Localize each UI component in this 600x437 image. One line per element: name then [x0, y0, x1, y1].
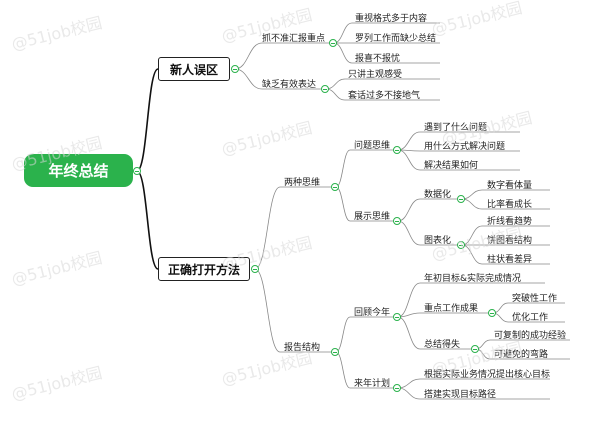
- key-work-label: 重点工作成果: [424, 304, 479, 314]
- collapse-icon[interactable]: [393, 146, 401, 154]
- display-thinking-label: 展示思维: [354, 212, 391, 222]
- branch-mistakes-node[interactable]: 新人误区: [158, 57, 230, 81]
- collapse-icon[interactable]: [457, 241, 465, 249]
- mistake-group-label: 抓不准汇报重点: [262, 34, 326, 44]
- connector-line: [333, 42, 353, 64]
- problem-item: 解决结果如何: [424, 161, 479, 171]
- connector-line: [335, 351, 351, 389]
- mistake-item: 重视格式多于内容: [355, 14, 428, 24]
- connector-line: [461, 189, 483, 200]
- collapse-icon[interactable]: [231, 65, 239, 73]
- connector-line: [234, 42, 263, 70]
- connector-line: [397, 378, 421, 389]
- connector-line: [461, 244, 483, 265]
- connector-line: [335, 149, 351, 188]
- connector-line: [397, 149, 421, 171]
- connector-line: [397, 131, 421, 151]
- chart-item: 柱状看差异: [487, 255, 533, 265]
- summary-item: 可避免的弯路: [494, 350, 549, 360]
- collapse-icon[interactable]: [393, 217, 401, 225]
- connector-line: [397, 220, 421, 246]
- connector-line: [461, 225, 483, 246]
- mistake-item: 套话过多不接地气: [348, 91, 421, 101]
- branch-methods-node[interactable]: 正确打开方法: [158, 257, 250, 281]
- connector-line: [397, 198, 421, 222]
- summary-label: 总结得失: [424, 340, 461, 350]
- chart-item: 饼图看结构: [487, 236, 533, 246]
- collapse-icon[interactable]: [457, 195, 465, 203]
- connector-line: [136, 68, 159, 172]
- problem-item: 用什么方式解决问题: [424, 142, 506, 152]
- root-node[interactable]: 年终总结: [24, 154, 133, 187]
- collapse-icon[interactable]: [251, 265, 259, 273]
- collapse-icon[interactable]: [329, 39, 337, 47]
- connector-line: [397, 312, 421, 318]
- review-label: 回顾今年: [354, 308, 391, 318]
- connector-line: [325, 88, 346, 101]
- connector-line: [234, 68, 263, 90]
- mistake-item: 只讲主观感受: [348, 70, 403, 80]
- connector-line: [333, 22, 353, 44]
- connector-line: [136, 170, 159, 270]
- plan-label: 来年计划: [354, 379, 391, 389]
- report-label: 报告结构: [284, 343, 321, 353]
- problem-thinking-label: 问题思维: [354, 141, 391, 151]
- mistake-item: 罗列工作而缺少总结: [355, 34, 437, 44]
- plan-item: 搭建实现目标路径: [424, 390, 497, 400]
- mistake-item: 报喜不报忧: [355, 54, 401, 64]
- connector-line: [397, 387, 421, 400]
- connector-line: [335, 316, 351, 353]
- thinking-label: 两种思维: [284, 178, 321, 188]
- collapse-icon[interactable]: [321, 85, 329, 93]
- key-work-item: 突破性工作: [512, 294, 558, 304]
- root-collapse-icon[interactable]: [133, 167, 141, 175]
- collapse-icon[interactable]: [393, 313, 401, 321]
- collapse-icon[interactable]: [331, 183, 339, 191]
- connector-line: [397, 282, 421, 318]
- data-item: 比率看成长: [487, 200, 533, 210]
- collapse-icon[interactable]: [331, 348, 339, 356]
- collapse-icon[interactable]: [471, 345, 479, 353]
- connector-line: [254, 186, 281, 270]
- connector-line: [461, 198, 483, 210]
- data-item: 数字看体量: [487, 181, 533, 191]
- chart-item: 折线看趋势: [487, 217, 533, 227]
- review-item: 年初目标&实际完成情况: [424, 274, 522, 284]
- connector-line: [397, 316, 421, 350]
- connector-line: [335, 186, 351, 222]
- problem-item: 遇到了什么问题: [424, 123, 488, 133]
- data-label: 数据化: [424, 190, 452, 200]
- connector-line: [254, 268, 281, 353]
- key-work-item: 优化工作: [512, 313, 549, 323]
- chart-label: 图表化: [424, 236, 452, 246]
- mistake-group-label: 缺乏有效表达: [262, 80, 317, 90]
- plan-item: 根据实际业务情况提出核心目标: [424, 370, 551, 380]
- collapse-icon[interactable]: [488, 309, 496, 317]
- collapse-icon[interactable]: [393, 384, 401, 392]
- summary-item: 可复制的成功经验: [494, 331, 567, 341]
